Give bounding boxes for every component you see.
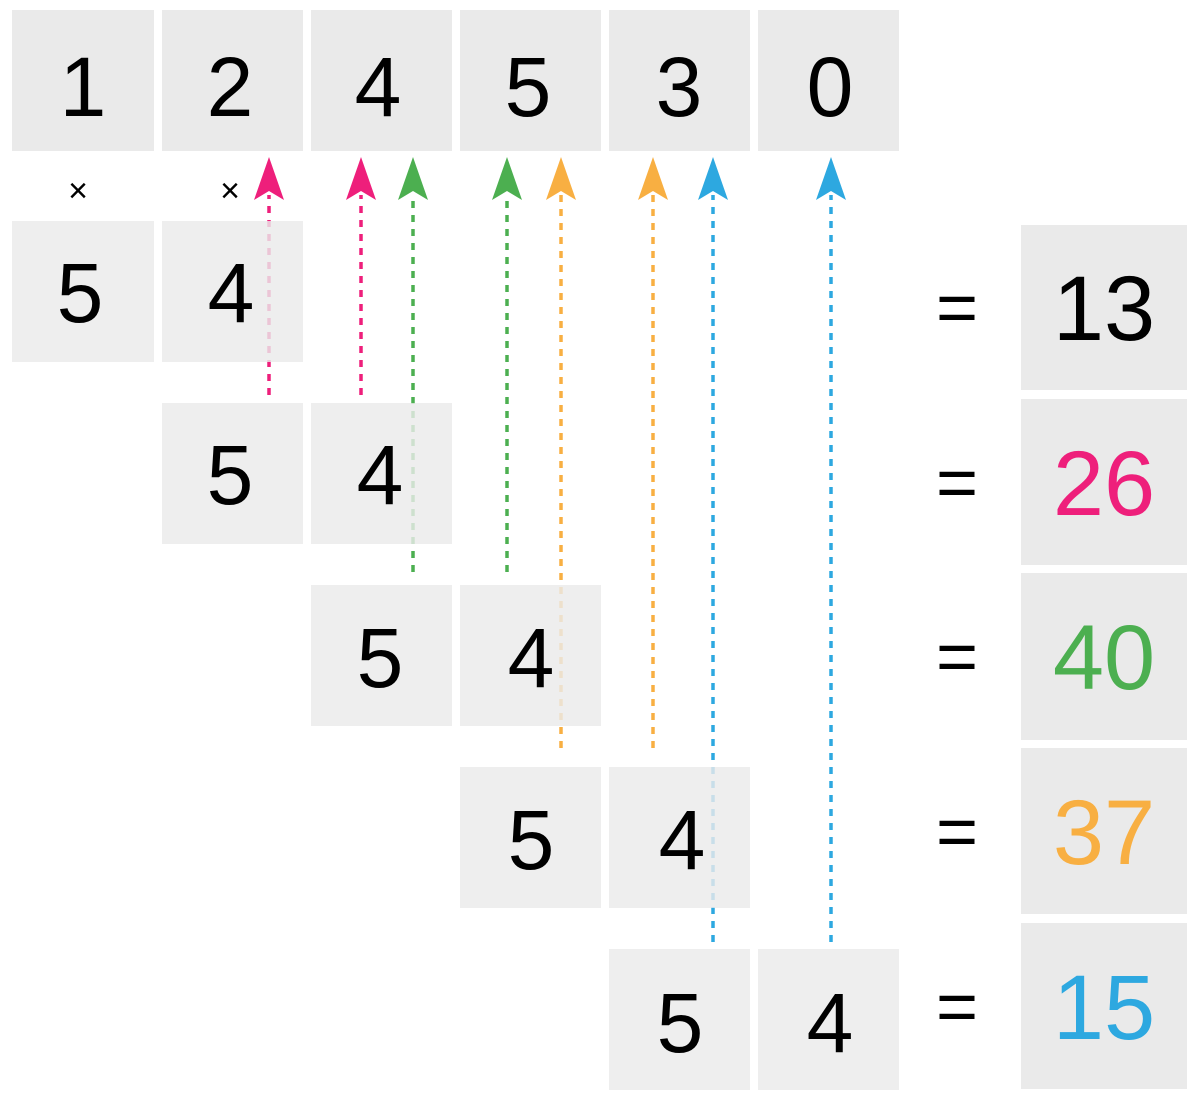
equals-sign: = [936, 792, 978, 872]
blue-arrows [698, 157, 846, 942]
result-value: 15 [1053, 957, 1155, 1059]
multiplier-row-2: 5 4 [162, 403, 452, 544]
digit: 5 [508, 793, 555, 887]
digit: 4 [807, 976, 854, 1070]
times-sign: × [220, 172, 240, 210]
digit-cell [311, 585, 452, 726]
result-cell [1021, 225, 1187, 390]
equals-sign: = [936, 617, 978, 697]
digit-cell [12, 221, 154, 362]
digit-cell [162, 10, 303, 151]
digit: 5 [505, 40, 552, 134]
digit-cell [460, 10, 601, 151]
result-cell [1021, 748, 1187, 914]
digit: 4 [357, 428, 404, 522]
digit-cell [460, 585, 601, 726]
digit-cell [311, 10, 452, 151]
equals-sign: = [936, 443, 978, 523]
digit: 5 [657, 976, 704, 1070]
digit-cell [460, 767, 601, 908]
digit: 1 [60, 40, 107, 134]
digit-cell [758, 949, 899, 1090]
result-value: 26 [1053, 433, 1155, 535]
results-column: = 13 = 26 = 40 = 37 = 15 [936, 225, 1187, 1089]
arrowhead-icon [546, 157, 576, 200]
digit-cell [162, 403, 303, 544]
times-sign: × [68, 172, 88, 210]
multiplier-row-4: 5 4 [460, 767, 750, 908]
digit-cell [609, 767, 750, 908]
arrowhead-icon [492, 157, 522, 200]
multiplier-row-5: 5 4 [609, 949, 899, 1090]
digit-cell [12, 10, 154, 151]
digit: 3 [656, 40, 703, 134]
digit: 4 [208, 246, 255, 340]
multiplier-row-1: 5 4 [12, 221, 303, 362]
result-cell [1021, 399, 1187, 565]
digit-cell [609, 949, 750, 1090]
digit: 0 [807, 40, 854, 134]
arrowhead-icon [698, 157, 728, 200]
digit: 5 [357, 611, 404, 705]
arrowhead-icon [346, 157, 376, 200]
carry-arrows [254, 157, 846, 942]
digit: 2 [207, 40, 254, 134]
equals-sign: = [936, 268, 978, 348]
result-value: 13 [1053, 258, 1155, 360]
arrowhead-icon [816, 157, 846, 200]
arrowhead-icon [638, 157, 668, 200]
digit: 5 [207, 428, 254, 522]
digit-cell [609, 10, 750, 151]
digit-cell [162, 221, 303, 362]
digit: 4 [659, 793, 706, 887]
multiplicand-row: 1 2 4 5 3 0 [12, 10, 899, 151]
digit-cell [311, 403, 452, 544]
result-value: 37 [1053, 782, 1155, 884]
result-value: 40 [1053, 607, 1155, 709]
multiplier-row-3: 5 4 [311, 585, 601, 726]
result-cell [1021, 573, 1187, 740]
equals-sign: = [936, 967, 978, 1047]
digit: 4 [508, 611, 555, 705]
arrowhead-icon [398, 157, 428, 200]
digit-cell [758, 10, 899, 151]
arrowhead-icon [254, 157, 284, 200]
result-cell [1021, 923, 1187, 1089]
digit: 5 [57, 246, 104, 340]
digit: 4 [355, 40, 402, 134]
orange-arrows [546, 157, 668, 748]
